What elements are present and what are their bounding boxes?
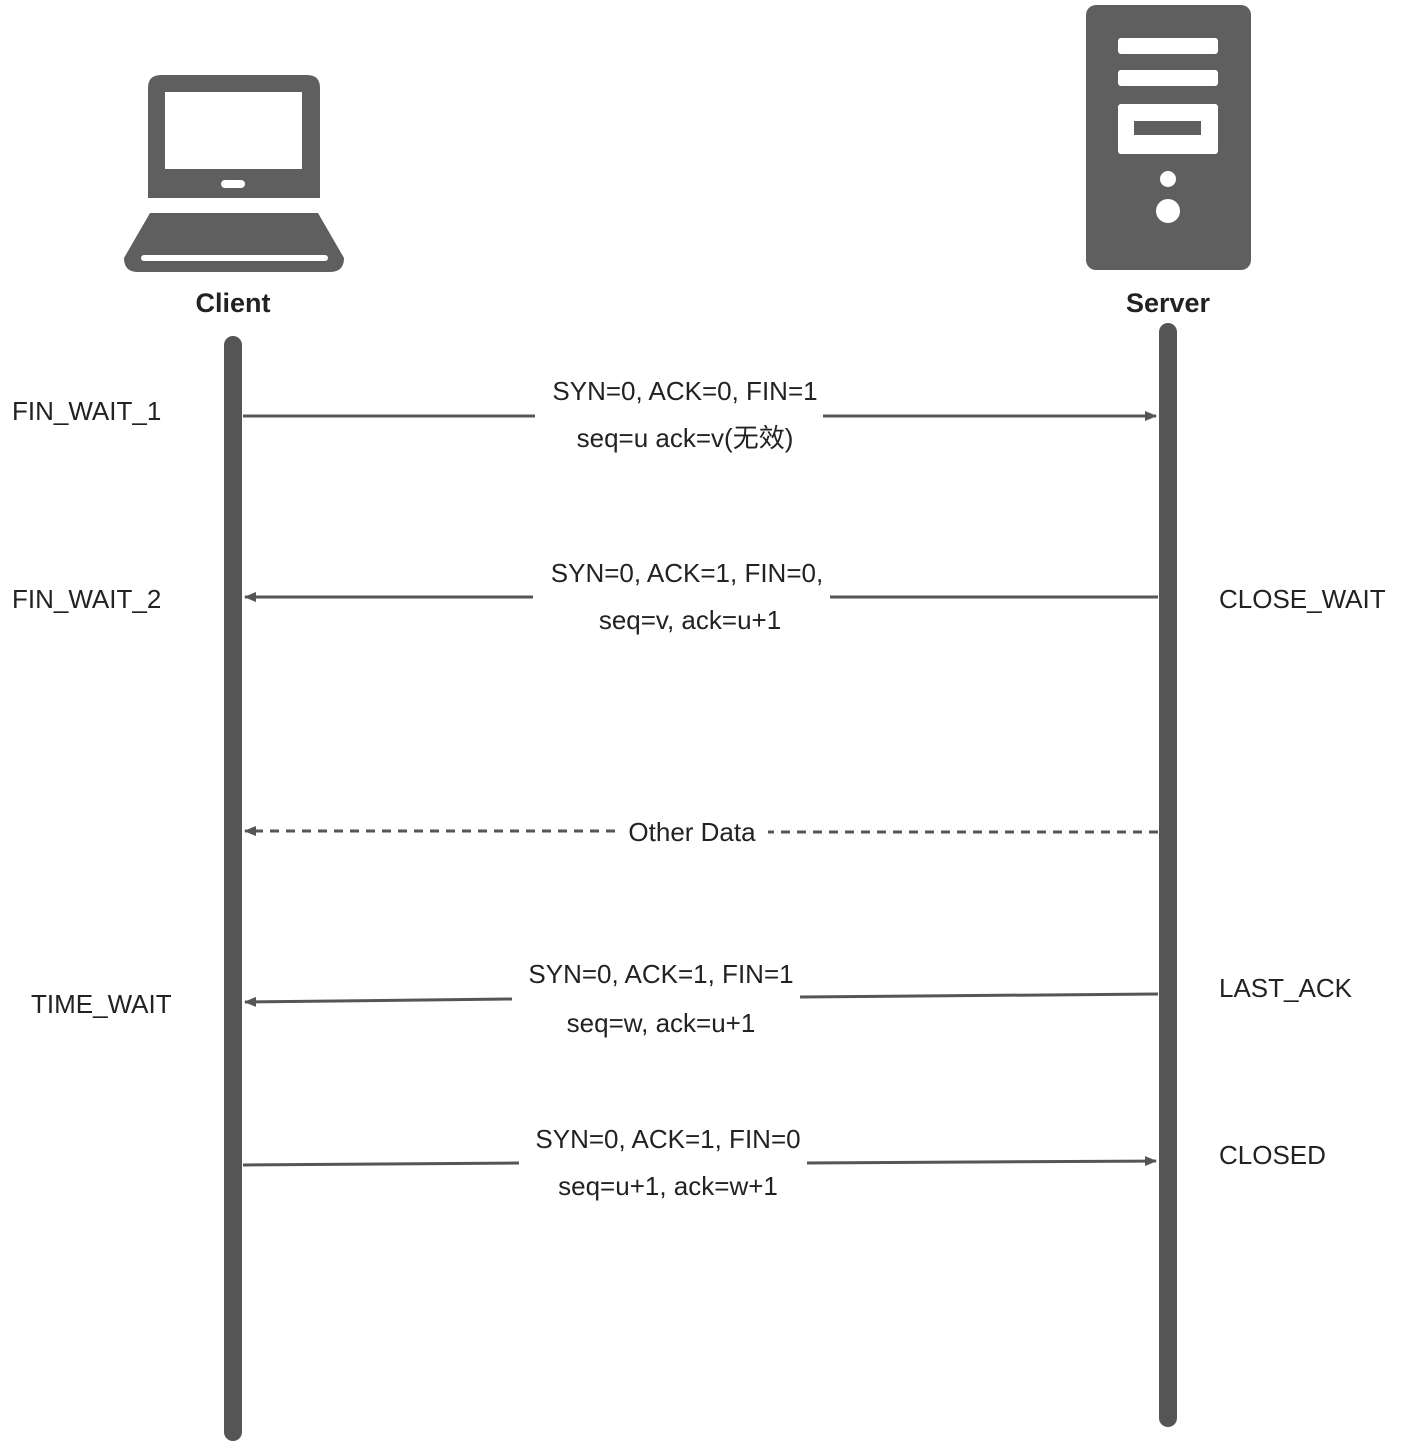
server-tower-icon xyxy=(1086,5,1251,270)
client-state-fin-wait-2: FIN_WAIT_2 xyxy=(12,584,161,614)
message-fin-1-line1: SYN=0, ACK=0, FIN=1 xyxy=(552,376,817,406)
message-ack-1-line2: seq=v, ack=u+1 xyxy=(599,605,781,635)
message-ack-1-line1: SYN=0, ACK=1, FIN=0, xyxy=(551,558,823,588)
message-fin-2-line2: seq=w, ack=u+1 xyxy=(567,1008,756,1038)
server-state-last-ack: LAST_ACK xyxy=(1219,973,1353,1003)
client-state-time-wait: TIME_WAIT xyxy=(31,989,172,1019)
server-label: Server xyxy=(1126,288,1211,318)
server-state-close-wait: CLOSE_WAIT xyxy=(1219,584,1386,614)
message-other-data-label: Other Data xyxy=(628,817,756,847)
message-ack-2-arrow xyxy=(806,1156,1157,1167)
server-state-closed: CLOSED xyxy=(1219,1140,1326,1170)
message-fin-2-arrow-tail xyxy=(799,992,1159,999)
laptop-icon xyxy=(124,75,344,272)
message-fin-2-line1: SYN=0, ACK=1, FIN=1 xyxy=(528,959,793,989)
message-other-data: Other Data xyxy=(244,817,1158,847)
client-label: Client xyxy=(195,288,270,318)
message-fin-2: SYN=0, ACK=1, FIN=1 seq=w, ack=u+1 xyxy=(244,959,1159,1038)
message-ack-2: SYN=0, ACK=1, FIN=0 seq=u+1, ack=w+1 xyxy=(242,1124,1157,1201)
message-fin-1: SYN=0, ACK=0, FIN=1 seq=u ack=v(无效) xyxy=(243,376,1157,453)
message-ack-2-line2: seq=u+1, ack=w+1 xyxy=(558,1171,778,1201)
message-fin-2-arrow xyxy=(244,996,513,1007)
client-state-fin-wait-1: FIN_WAIT_1 xyxy=(12,396,161,426)
message-ack-2-line1: SYN=0, ACK=1, FIN=0 xyxy=(535,1124,800,1154)
message-ack-1: SYN=0, ACK=1, FIN=0, seq=v, ack=u+1 xyxy=(244,558,1158,635)
message-fin-1-line2: seq=u ack=v(无效) xyxy=(577,423,794,453)
message-ack-2-arrow-tail xyxy=(242,1161,520,1167)
